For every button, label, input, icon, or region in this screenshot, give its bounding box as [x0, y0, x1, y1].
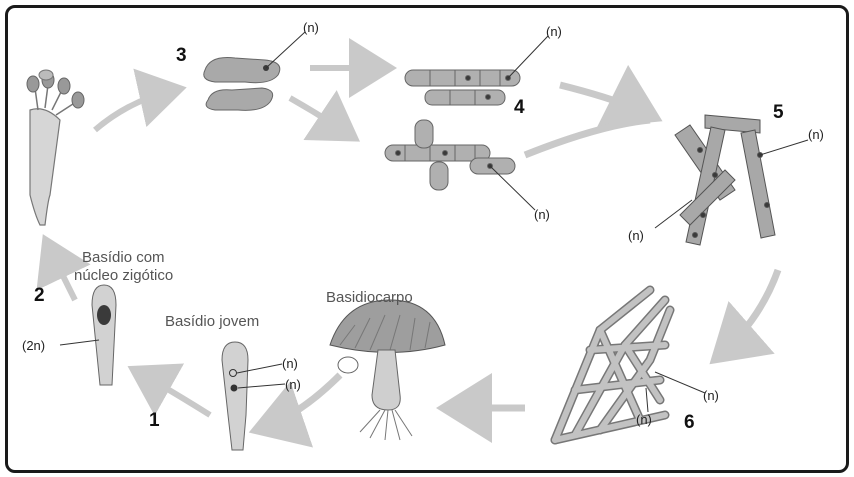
step-number-2: 2	[34, 285, 45, 307]
label-basidio-jovem: Basídio jovem	[165, 313, 259, 330]
primary-hypha-bottom	[385, 120, 515, 190]
basidiocarp-mushroom	[330, 300, 445, 440]
arrow-to-spores	[95, 90, 175, 130]
label-basidio-zigotico-line2: núcleo zigótico	[74, 267, 173, 284]
ploidy-label-step5-right: (n)	[808, 127, 824, 142]
ploidy-label-nucleus-1: (n)	[282, 356, 298, 371]
arrow-to-step6	[720, 270, 778, 355]
arrow-to-step5-top	[560, 85, 650, 115]
primary-hypha-top	[405, 70, 520, 105]
ploidy-label-diploid: (2n)	[22, 338, 45, 353]
step-number-1: 1	[149, 410, 160, 432]
step-number-4: 4	[514, 97, 525, 119]
ploidy-label-hypha-top: (n)	[546, 24, 562, 39]
young-basidium	[222, 342, 248, 450]
label-basidiocarpo: Basidiocarpo	[326, 289, 413, 306]
ploidy-label-step6-bottom: (n)	[636, 412, 652, 427]
arrow-to-mature-basidium	[48, 245, 75, 300]
step-number-6: 6	[684, 412, 695, 434]
ploidy-label-spore: (n)	[303, 20, 319, 35]
ploidy-label-step5-left: (n)	[628, 228, 644, 243]
ploidy-label-hypha-bottom: (n)	[534, 207, 550, 222]
secondary-mycelium-step5	[675, 115, 775, 245]
mature-basidium	[27, 70, 84, 225]
label-basidio-zigotico-line1: Basídio com	[82, 249, 165, 266]
ploidy-label-nucleus-2: (n)	[285, 377, 301, 392]
ploidy-label-step6-right: (n)	[703, 388, 719, 403]
zygotic-basidium	[92, 285, 116, 385]
arrow-to-zygotic-basidium	[138, 372, 210, 415]
step-number-3: 3	[176, 45, 187, 67]
arrow-to-hypha-bottom	[290, 98, 350, 135]
mycelium-network-fill	[555, 290, 670, 440]
arrow-to-young-basidium	[262, 375, 340, 428]
arrow-to-step5-bottom	[525, 120, 650, 155]
step-number-5: 5	[773, 102, 784, 124]
